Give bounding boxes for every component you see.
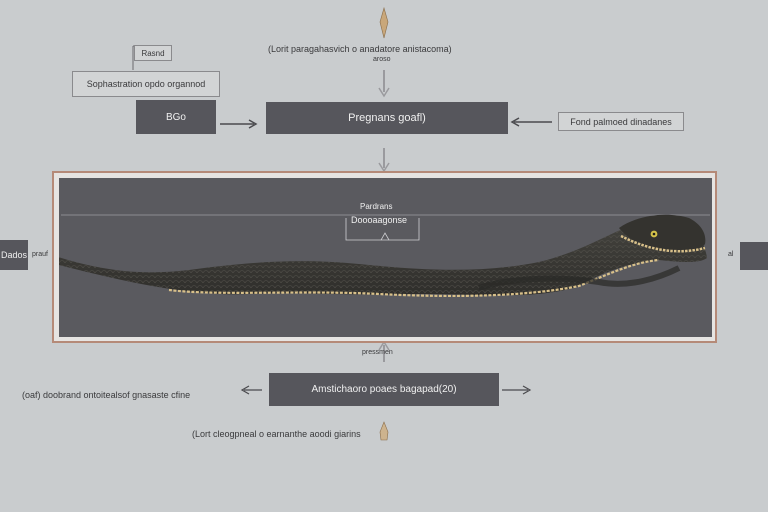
side-left-box: Dados bbox=[0, 240, 28, 270]
bottom-caption: (Lort cleogpneal o earnanthe aoodi giari… bbox=[192, 429, 361, 439]
right-arrow-icon-1 bbox=[220, 119, 258, 129]
panel-subtitle: Doooaagonse bbox=[351, 215, 408, 225]
center-box: Pregnans goafl) bbox=[266, 102, 508, 134]
snake-belly bbox=[168, 258, 660, 298]
top-annotation-sub: aroso bbox=[373, 56, 391, 63]
bottom-left-text: (oaf) doobrand ontoitealsof gnasaste cfi… bbox=[22, 390, 191, 400]
snake-head bbox=[619, 214, 706, 252]
down-arrow-icon-2 bbox=[378, 148, 390, 173]
right-label: Fond palmoed dinadanes bbox=[558, 112, 684, 131]
snake-panel: Pardrans Doooaagonse bbox=[59, 178, 712, 337]
left-label-box: Sophastration opdo organnod bbox=[72, 71, 220, 97]
side-left-tag: prauf bbox=[32, 251, 48, 258]
down-arrow-icon-1 bbox=[378, 70, 390, 98]
top-annotation: (Lorit paragahasvich o anadatore anistac… bbox=[268, 44, 452, 54]
left-arrow-icon-1 bbox=[510, 117, 552, 127]
tag-small: Rasnd bbox=[134, 45, 172, 61]
box-b: BGo bbox=[136, 100, 216, 134]
title-bracket bbox=[345, 218, 420, 241]
side-right-box bbox=[740, 242, 768, 270]
bottom-pin-icon bbox=[379, 421, 389, 441]
bottom-box: Amstichaoro poaes bagapad(20) bbox=[269, 373, 499, 406]
panel-title: Pardrans bbox=[360, 202, 393, 211]
right-arrow-icon-2 bbox=[502, 385, 532, 395]
left-arrow-icon-2 bbox=[240, 385, 262, 395]
top-arrow-icon bbox=[379, 6, 389, 39]
caret-icon bbox=[380, 232, 390, 241]
under-panel-label: pressmen bbox=[362, 349, 393, 356]
side-right-tag: al bbox=[728, 251, 734, 258]
snake-illustration bbox=[59, 214, 707, 298]
